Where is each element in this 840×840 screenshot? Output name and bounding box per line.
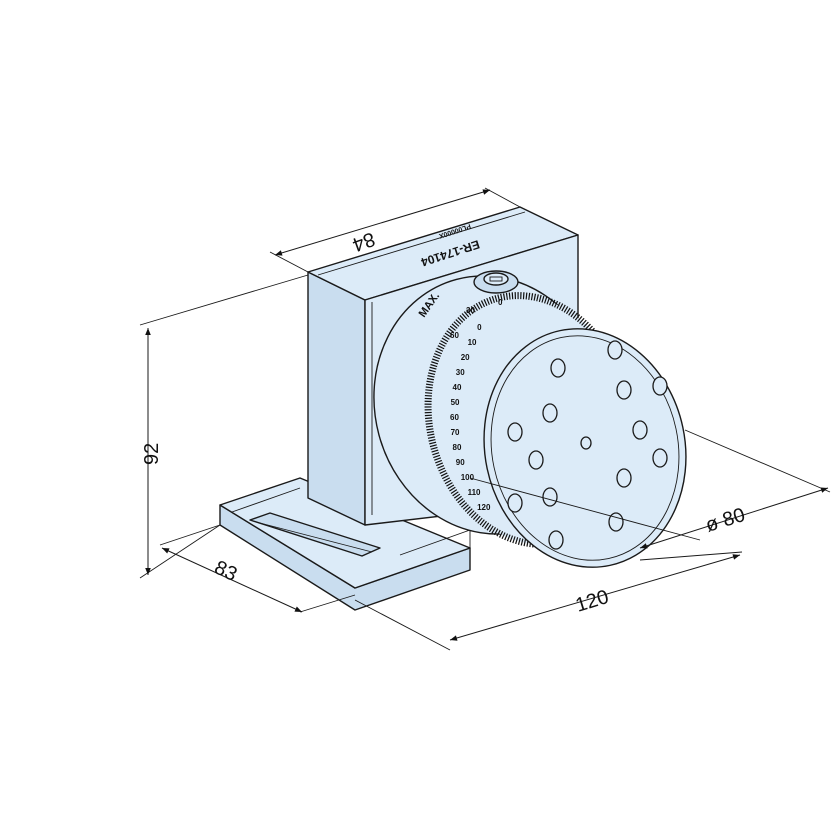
scale-number: 20 xyxy=(461,353,470,362)
scale-number: 120 xyxy=(477,503,491,512)
mounting-hole xyxy=(607,340,623,360)
scale-number: 100 xyxy=(461,473,475,482)
mounting-hole xyxy=(507,493,523,513)
mounting-hole xyxy=(616,468,632,488)
mounting-hole xyxy=(616,380,632,400)
scale-number: 70 xyxy=(451,428,460,437)
scale-number: 60 xyxy=(450,331,459,340)
mounting-hole xyxy=(652,448,668,468)
scale-number: 10 xyxy=(468,338,477,347)
scale-number: 30 xyxy=(466,306,475,315)
front-disc xyxy=(483,328,687,568)
scale-number: 0 xyxy=(498,298,503,307)
base-plate xyxy=(219,477,471,611)
scale-number: 30 xyxy=(456,368,465,377)
mounting-hole xyxy=(548,530,564,550)
scale-number: 40 xyxy=(453,383,462,392)
mounting-hole xyxy=(550,358,566,378)
mounting-hole xyxy=(542,403,558,423)
scale-number: 60 xyxy=(450,413,459,422)
mounting-hole xyxy=(652,376,668,396)
scale-number: 0 xyxy=(477,323,482,332)
mounting-hole xyxy=(507,422,523,442)
mounting-hole xyxy=(632,420,648,440)
svg-text:92: 92 xyxy=(141,443,163,465)
mounting-hole xyxy=(528,450,544,470)
scale-number: 110 xyxy=(468,488,481,497)
mounting-hole xyxy=(542,487,558,507)
svg-text:120: 120 xyxy=(573,586,611,617)
svg-text:ø 80: ø 80 xyxy=(703,504,748,537)
scale-number: 50 xyxy=(451,398,460,407)
scale-number: 80 xyxy=(453,443,462,452)
mounting-hole xyxy=(608,512,624,532)
mounting-hole xyxy=(580,436,592,450)
scale-number: 90 xyxy=(456,458,465,467)
